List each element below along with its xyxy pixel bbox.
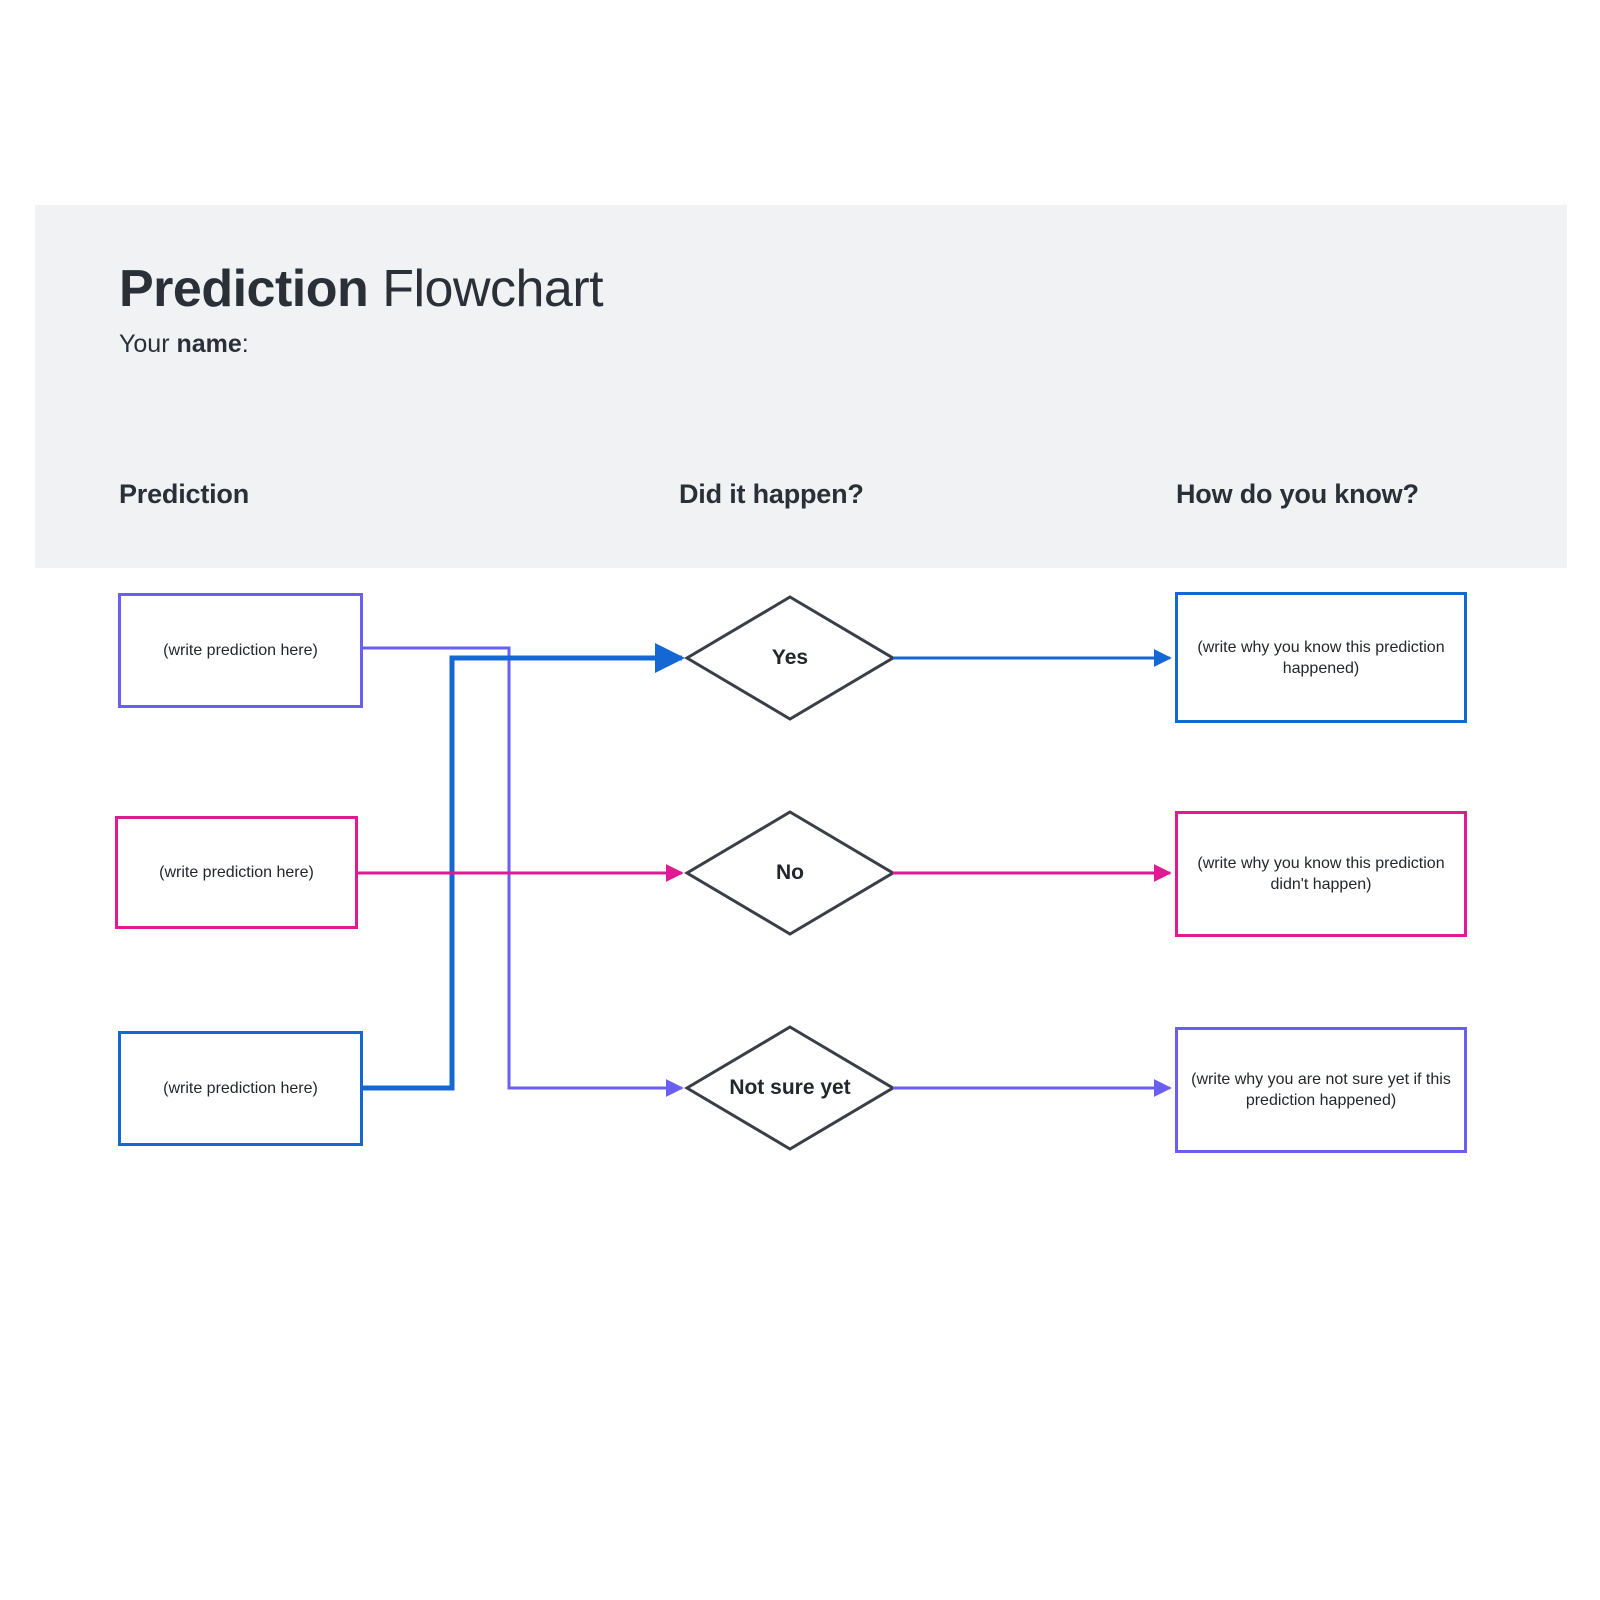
- explanation-box-no-text: (write why you know this prediction didn…: [1197, 855, 1445, 893]
- your-name-bold: name: [176, 330, 242, 358]
- your-name-prefix: Your: [119, 330, 177, 358]
- column-header-did-it-happen: Did it happen?: [679, 479, 864, 509]
- page-title: Prediction Flowchart: [119, 258, 604, 320]
- header-band: [35, 205, 1567, 568]
- your-name-suffix: :: [241, 330, 249, 358]
- prediction-box-2[interactable]: (write prediction here): [115, 816, 358, 929]
- explanation-box-yes-text: (write why you know this prediction happ…: [1197, 638, 1445, 677]
- prediction-box-1-text: (write prediction here): [163, 642, 318, 659]
- decision-label-no: No: [776, 861, 804, 884]
- decision-label-yes: Yes: [771, 646, 809, 669]
- explanation-box-yes[interactable]: (write why you know this prediction happ…: [1175, 592, 1467, 723]
- prediction-box-1[interactable]: (write prediction here): [118, 593, 363, 708]
- decision-label-not-sure: Not sure yet: [729, 1076, 851, 1099]
- column-header-prediction: Prediction: [119, 479, 250, 509]
- explanation-box-no[interactable]: (write why you know this prediction didn…: [1175, 811, 1467, 937]
- page-title-bold: Prediction: [119, 260, 369, 318]
- connector-prediction1-to-notsure: [363, 646, 684, 1097]
- page-title-light: Flowchart: [368, 260, 604, 318]
- explanation-box-not-sure[interactable]: (write why you are not sure yet if this …: [1175, 1027, 1467, 1153]
- column-header-how-do-you-know: How do you know?: [1176, 479, 1419, 509]
- explanation-box-not-sure-text: (write why you are not sure yet if this …: [1191, 1071, 1451, 1109]
- connector-prediction3-to-yes: [363, 643, 685, 1091]
- prediction-box-3[interactable]: (write prediction here): [118, 1031, 363, 1146]
- prediction-box-2-text: (write prediction here): [159, 864, 314, 881]
- prediction-box-3-text: (write prediction here): [163, 1080, 318, 1097]
- your-name-field-label[interactable]: Your name:: [119, 328, 249, 360]
